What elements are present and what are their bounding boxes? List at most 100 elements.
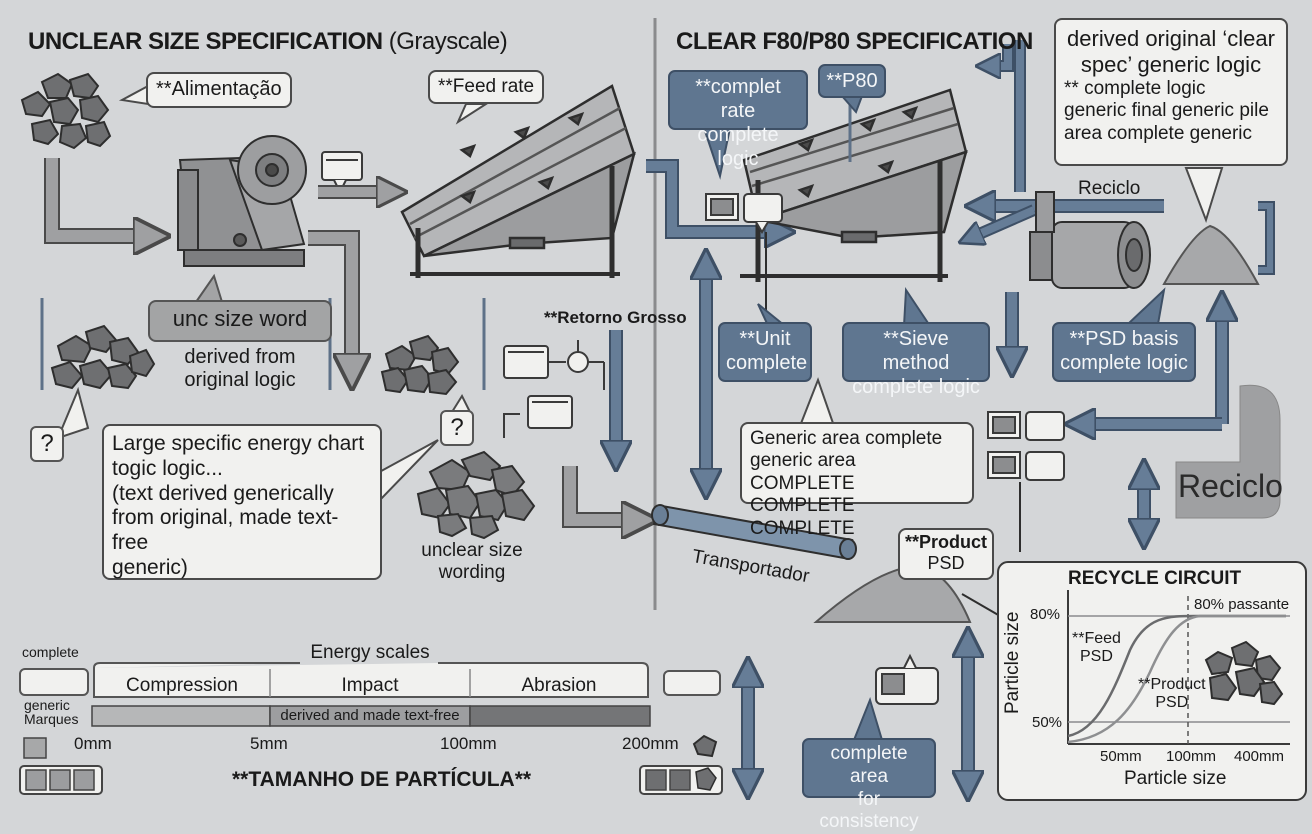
feed-rate-bubble: **Feed rate	[428, 70, 545, 105]
unit-line-2: complete	[726, 352, 808, 374]
product-psd-series-line-2: PSD	[1155, 694, 1189, 712]
feed-line-arrow	[646, 161, 780, 232]
x-tick-100mm: 100mm	[1166, 748, 1217, 765]
question-box-2: ?	[440, 410, 474, 446]
passante-label: 80% passante	[1194, 596, 1290, 613]
psd-basis-box: **PSD basis complete logic	[1052, 322, 1196, 382]
legend-side-label: generic Marques	[24, 698, 78, 726]
derived-caption-line-2: original logic	[184, 369, 296, 391]
alimentacao-bubble: **Alimentação	[146, 72, 292, 108]
sieve-line-2: complete logic	[852, 376, 980, 398]
alimentacao-text: **Alimentação	[156, 78, 282, 100]
unclear-caption-line-1: unclear size	[421, 540, 523, 561]
feed-psd-label: **Feed PSD	[1072, 630, 1121, 667]
chart-rock-2	[1230, 640, 1260, 668]
tick-0mm: 0mm	[74, 734, 112, 753]
complet-rate-line-2: complete logic	[697, 124, 779, 170]
legend-side-line-2: Marques	[24, 711, 79, 727]
generic-logic-line-4: generic final generic pile	[1064, 100, 1269, 122]
vibrating-screen-left-icon	[400, 84, 636, 278]
chart-rock-1	[1204, 650, 1234, 676]
x-tick-50mm: 50mm	[1100, 748, 1142, 765]
unclear-caption-line-2: wording	[438, 561, 506, 583]
unit-box: **Unit complete	[718, 322, 812, 382]
legend-top-label: complete	[22, 644, 79, 660]
reciclo-label: Reciclo	[1078, 178, 1141, 199]
bottom-monitor-icon	[875, 653, 939, 705]
ball-mill-icon	[1029, 191, 1151, 289]
psd-basis-line-2: complete logic	[1060, 352, 1188, 374]
generic-logic-line-2: spec’ generic logic	[1080, 51, 1262, 77]
left-title-suffix: (Grayscale)	[388, 28, 508, 55]
feed-psd-line-2: PSD	[1080, 648, 1113, 666]
generic-area-bubble: Generic area complete generic area COMPL…	[740, 422, 974, 539]
segment-compression: Compression	[126, 675, 238, 696]
recycle-chart-title: RECYCLE CIRCUIT	[1068, 568, 1242, 589]
generic-logic-line-3: ** complete logic	[1064, 77, 1206, 99]
conveyor-belt-icon	[651, 504, 857, 560]
particle-size-axis-title: **TAMANHO DE PARTÍCULA**	[232, 768, 532, 791]
sieve-method-box: **Sieve method complete logic	[842, 322, 990, 398]
x-tick-400mm: 400mm	[1234, 748, 1285, 765]
generic-area-line-2: generic area COMPLETE	[750, 450, 856, 494]
product-psd-label: **Product PSD	[1138, 676, 1206, 713]
monitor-icons	[987, 411, 1065, 481]
unc-size-box: unc size word	[148, 300, 332, 342]
left-title-main: UNCLEAR SIZE SPECIFICATION	[28, 28, 383, 55]
to-conveyor-arrow	[564, 466, 640, 520]
energy-note-bubble: Large specific energy chart togic logic.…	[102, 424, 382, 580]
reciclo-big-shape	[1175, 384, 1281, 519]
segment-impact: Impact	[341, 675, 399, 696]
retorno-grosso-label: **Retorno Grosso	[544, 308, 687, 327]
vibrating-screen-right-icon	[740, 88, 968, 282]
crusher-discharge-arrow	[308, 232, 352, 372]
complet-rate-line-1: **complet rate	[695, 76, 781, 122]
feed-psd-line-1: **Feed	[1072, 630, 1121, 647]
unit-line-1: **Unit	[739, 328, 791, 350]
right-panel-title: CLEAR F80/P80 SPECIFICATION	[676, 28, 1033, 55]
document-icon	[321, 151, 363, 195]
chart-rock-6	[1258, 680, 1284, 706]
consistency-line-1: complete area	[830, 743, 908, 787]
left-panel-title: UNCLEAR SIZE SPECIFICATION (Grayscale)	[28, 28, 508, 56]
consistency-box: complete area for consistency	[802, 738, 936, 832]
product-psd-curve	[1067, 614, 1286, 744]
question-box-1: ?	[30, 426, 64, 462]
sampler-icon	[705, 193, 783, 234]
rock-pile-1-icon	[50, 324, 156, 390]
energy-note-line-4: from original, made text-free	[112, 506, 339, 555]
product-psd-bubble: **Product PSD	[898, 528, 994, 580]
question-mark-1: ?	[40, 430, 54, 457]
legend-side-line-1: generic	[24, 697, 70, 713]
complet-rate-box: **complet rate complete logic	[668, 70, 808, 170]
p80-box: **P80	[818, 64, 886, 98]
energy-note-line-1: Large specific energy chart	[112, 432, 365, 455]
feed-rate-text: **Feed rate	[438, 76, 535, 97]
process-flow-mini-icon	[503, 340, 605, 438]
product-psd-line-1: **Product	[904, 532, 987, 552]
energy-scales-title: Energy scales	[310, 642, 430, 663]
reciclo-big-label: Reciclo	[1178, 468, 1283, 504]
bar-caption: derived and made text-free	[280, 707, 460, 724]
chart-rock-5	[1234, 666, 1266, 698]
product-psd-line-2: PSD	[927, 553, 965, 574]
y-tick-80: 80%	[1030, 606, 1061, 623]
recycle-x-axis-label: Particle size	[1124, 768, 1227, 789]
generic-area-line-1: Generic area complete	[750, 428, 943, 449]
consistency-line-2: for consistency	[819, 788, 919, 833]
generic-logic-line-5: area complete generic	[1064, 122, 1252, 144]
energy-scale-graphic	[19, 662, 723, 795]
sieve-line-1: **Sieve method	[882, 328, 950, 374]
recycle-y-axis-label: Particle size	[1002, 611, 1023, 714]
diagram-stage: UNCLEAR SIZE SPECIFICATION (Grayscale) *…	[19, 18, 1307, 832]
energy-note-line-5: generic)	[112, 555, 188, 579]
tick-5mm: 5mm	[250, 734, 288, 753]
product-psd-series-line-1: **Product	[1138, 676, 1206, 693]
mill-product-pile-icon	[1162, 224, 1260, 285]
psd-basis-line-1: **PSD basis	[1069, 328, 1179, 350]
derived-caption: derived from original logic	[160, 346, 320, 392]
recycle-chart-plot	[1067, 590, 1290, 745]
feed-psd-curve	[1067, 614, 1286, 738]
generic-area-line-3: COMPLETE COMPLETE	[750, 495, 855, 539]
unclear-caption: unclear size wording	[404, 540, 540, 584]
